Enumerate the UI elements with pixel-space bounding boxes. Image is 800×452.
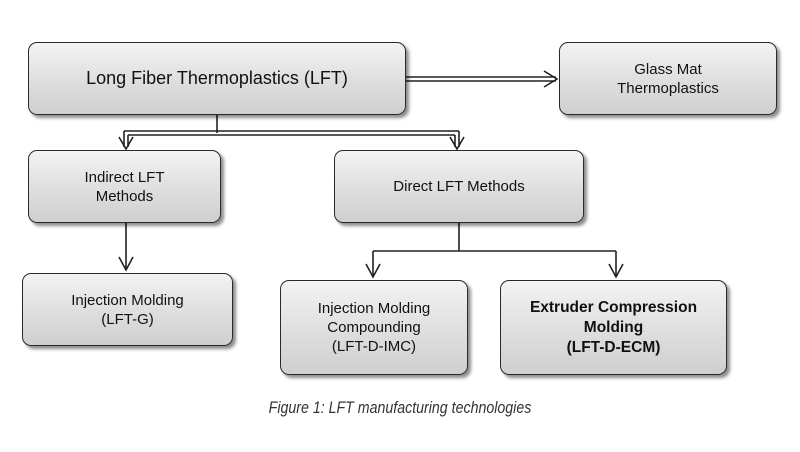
node-injection-molding-lft-g: Injection Molding (LFT-G) <box>22 273 233 346</box>
arrowhead-indirect <box>118 136 134 151</box>
arrowhead-imc <box>365 263 381 279</box>
arrowhead-glass <box>543 70 559 88</box>
node-extruder-compression-molding: Extruder Compression Molding (LFT-D-ECM) <box>500 280 727 375</box>
node-long-fiber-thermoplastics: Long Fiber Thermoplastics (LFT) <box>28 42 406 115</box>
node-direct-lft-methods: Direct LFT Methods <box>334 150 584 223</box>
arrowhead-direct <box>449 136 465 151</box>
node-injection-molding-compounding: Injection Molding Compounding (LFT-D-IMC… <box>280 280 468 375</box>
arrowhead-ecm <box>608 263 624 279</box>
arrowhead-injection <box>118 256 134 272</box>
node-indirect-lft-methods: Indirect LFT Methods <box>28 150 221 223</box>
node-glass-mat-thermoplastics: Glass Mat Thermoplastics <box>559 42 777 115</box>
figure-caption: Figure 1: LFT manufacturing technologies <box>268 399 532 417</box>
